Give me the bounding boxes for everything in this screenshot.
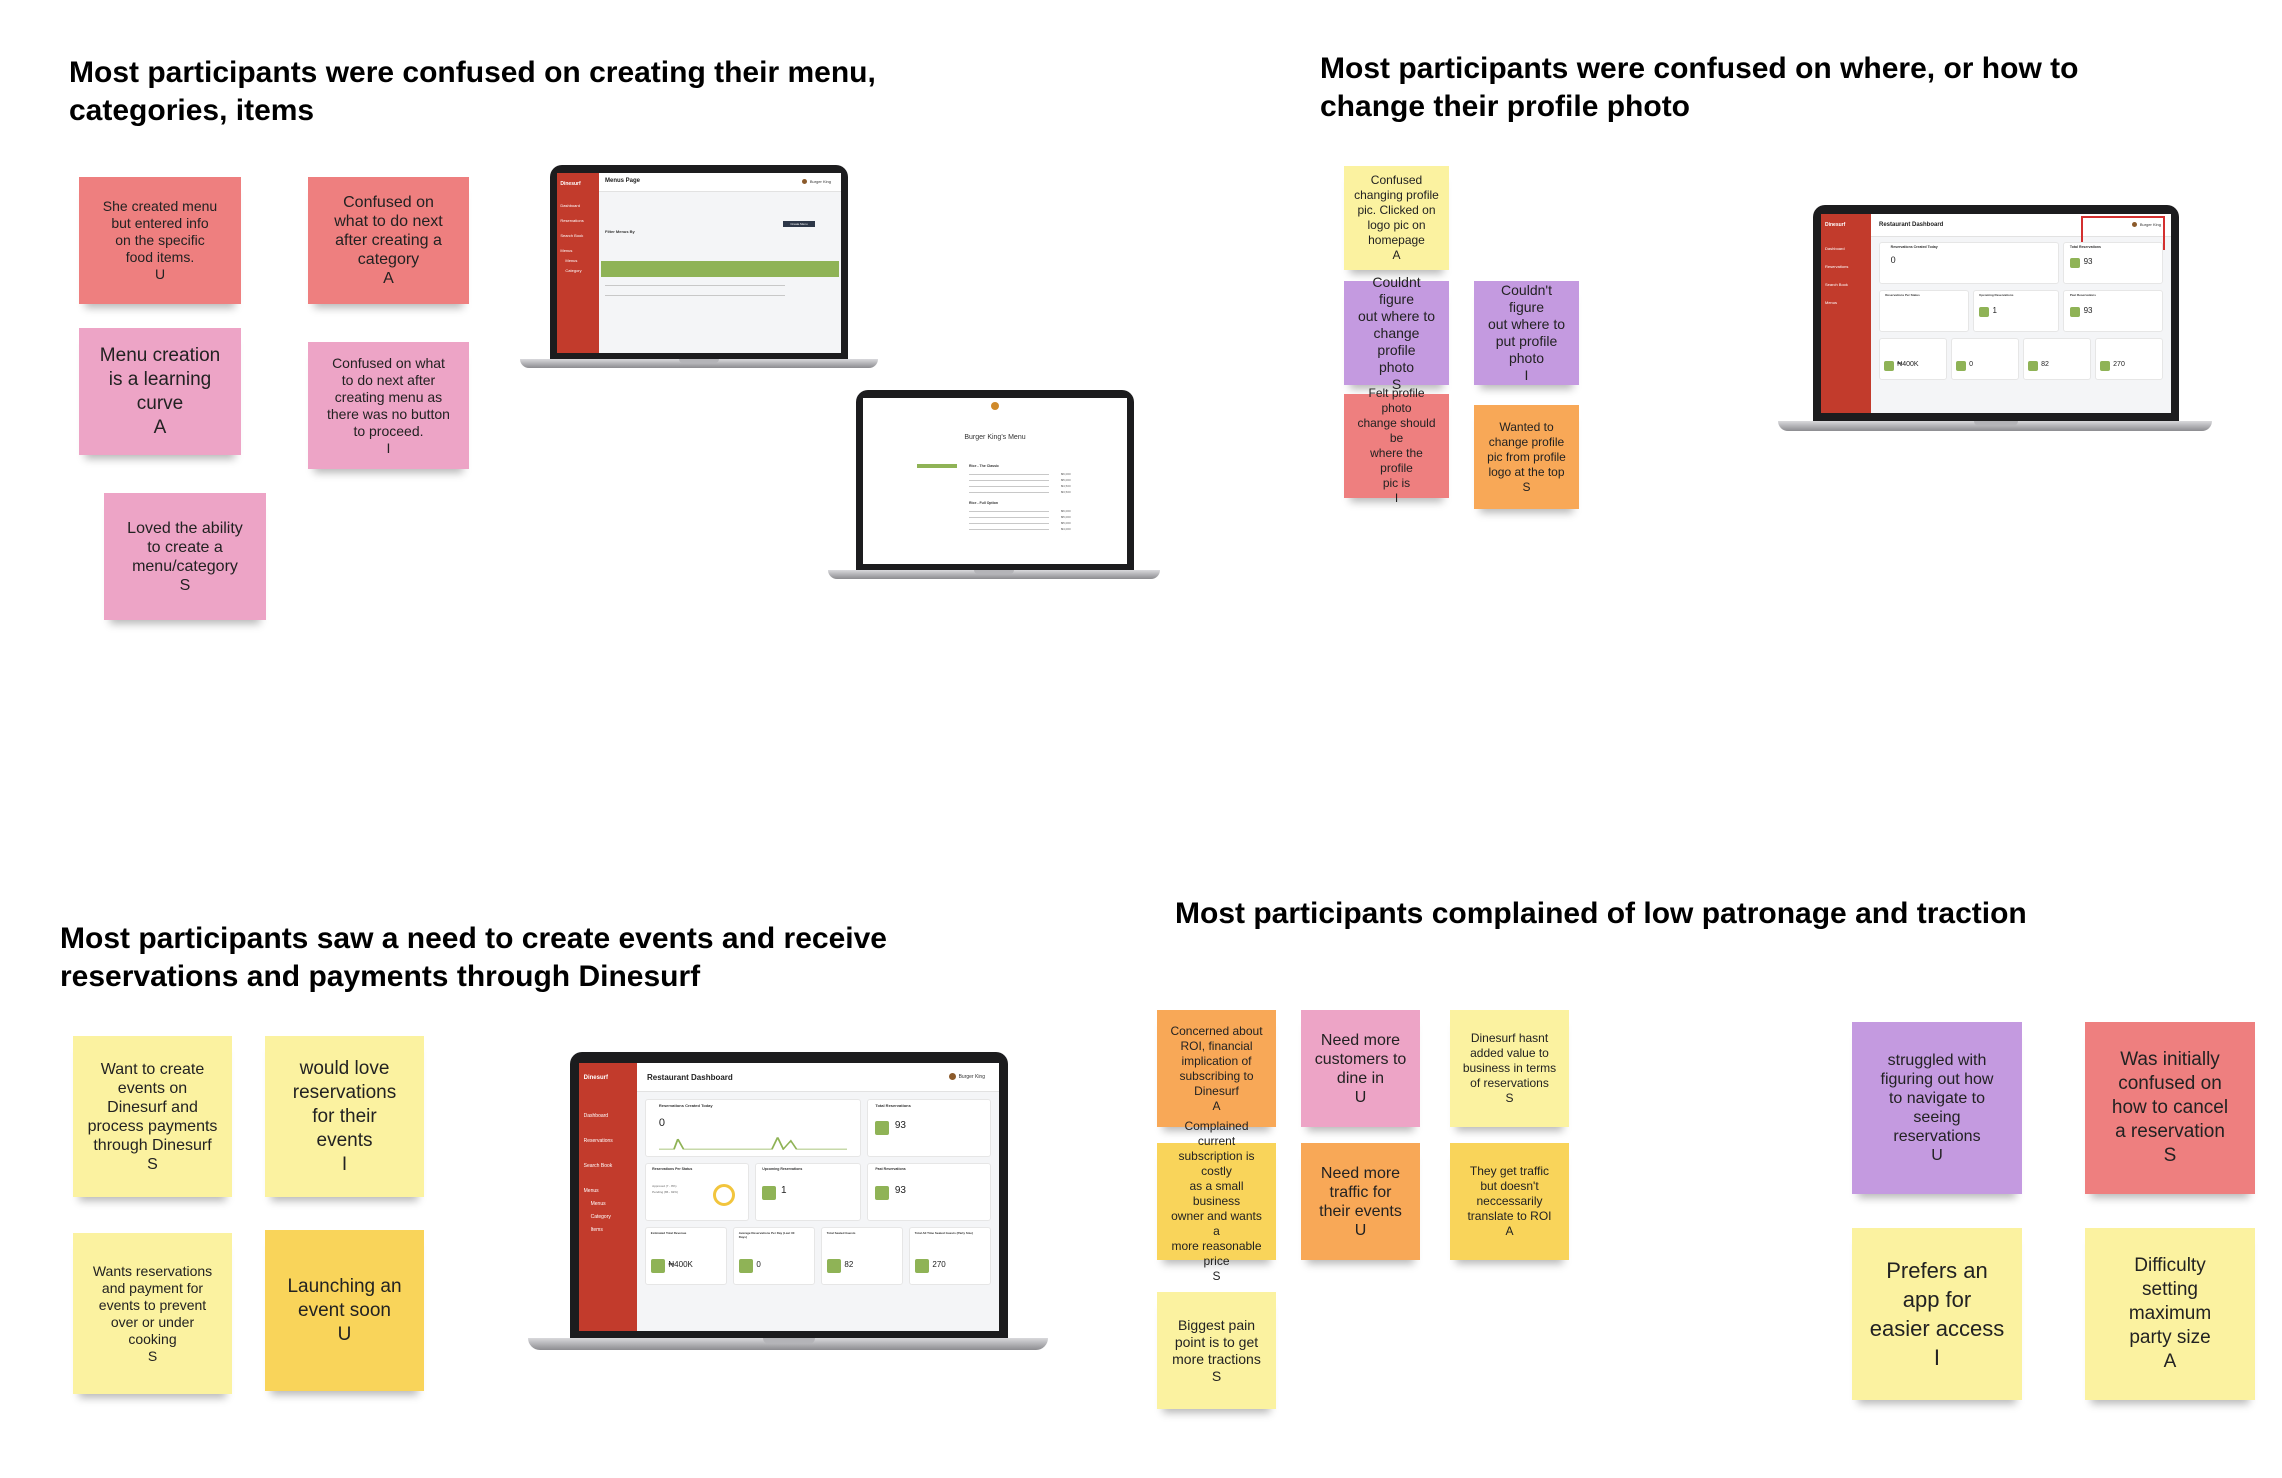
sticky-note[interactable]: Wants reservations and payment for event… <box>73 1233 232 1394</box>
sticky-note[interactable]: Confused on what to do next after creati… <box>308 177 469 304</box>
laptop-mockup-menus-page: Dinesurf Dashboard Reservations Search B… <box>520 165 880 375</box>
sticky-note[interactable]: Menu creation is a learning curve A <box>79 328 241 455</box>
sticky-note[interactable]: Concerned about ROI, financial implicati… <box>1157 1010 1276 1127</box>
sparkline <box>658 1136 848 1151</box>
section-heading-menu: Most participants were confused on creat… <box>69 56 876 127</box>
avatar <box>2131 222 2137 227</box>
sticky-note[interactable]: struggled with figuring out how to navig… <box>1852 1022 2022 1194</box>
sticky-note[interactable]: Wanted to change profile pic from profil… <box>1474 405 1579 509</box>
status-donut <box>713 1184 736 1207</box>
sticky-note[interactable]: Prefers an app for easier access I <box>1852 1228 2022 1400</box>
sticky-note[interactable]: Was initially confused on how to cancel … <box>2085 1022 2255 1194</box>
sticky-note[interactable]: Loved the ability to create a menu/categ… <box>104 493 266 620</box>
laptop-mockup-dashboard-small: Dinesurf Dashboard Reservations Search B… <box>1778 205 2214 437</box>
sticky-note[interactable]: Difficulty setting maximum party size A <box>2085 1228 2255 1400</box>
sticky-note[interactable]: Want to create events on Dinesurf and pr… <box>73 1036 232 1197</box>
avatar <box>948 1073 956 1080</box>
menus-page-screen: Dinesurf Dashboard Reservations Search B… <box>557 173 841 353</box>
laptop-mockup-menu-preview: Burger King's Menu Rice - The Classic ₦6… <box>828 390 1162 585</box>
section-heading-profile-photo: Most participants were confused on where… <box>1320 52 2079 123</box>
section-heading-events: Most participants saw a need to create e… <box>60 922 887 993</box>
create-menu-button[interactable]: Create Menu <box>783 221 815 227</box>
sticky-note[interactable]: Couldnt figure out where to change profi… <box>1344 274 1449 392</box>
sticky-note[interactable]: Couldn't figure out where to put profile… <box>1474 281 1579 385</box>
sticky-note[interactable]: Confused changing profile pic. Clicked o… <box>1344 166 1449 270</box>
sticky-note[interactable]: Launching an event soon U <box>265 1230 424 1391</box>
sticky-note[interactable]: Dinesurf hasnt added value to business i… <box>1450 1010 1569 1127</box>
menu-preview-screen: Burger King's Menu Rice - The Classic ₦6… <box>863 398 1127 564</box>
laptop-mockup-dashboard-large: Dinesurf Dashboard Reservations Search B… <box>528 1052 1050 1359</box>
sticky-note[interactable]: She created menu but entered info on the… <box>79 177 241 304</box>
dashboard-small-screen: Dinesurf Dashboard Reservations Search B… <box>1821 214 2171 413</box>
burger-king-logo <box>991 402 999 410</box>
sticky-note[interactable]: would love reservations for their events… <box>265 1036 424 1197</box>
sticky-note[interactable]: Biggest pain point is to get more tracti… <box>1157 1292 1276 1409</box>
sticky-note[interactable]: Confused on what to do next after creati… <box>308 342 469 469</box>
sticky-note[interactable]: They get traffic but doesn't neccessaril… <box>1450 1143 1569 1260</box>
sticky-note[interactable]: Need more traffic for their events U <box>1301 1143 1420 1260</box>
sticky-note[interactable]: Need more customers to dine in U <box>1301 1010 1420 1127</box>
section-heading-patronage: Most participants complained of low patr… <box>1175 897 2027 930</box>
avatar <box>801 179 807 184</box>
dashboard-large-screen: Dinesurf Dashboard Reservations Search B… <box>579 1063 999 1331</box>
sticky-note[interactable]: Felt profile photo change should be wher… <box>1344 386 1449 505</box>
sticky-note[interactable]: Complained current subscription is costl… <box>1157 1119 1276 1283</box>
